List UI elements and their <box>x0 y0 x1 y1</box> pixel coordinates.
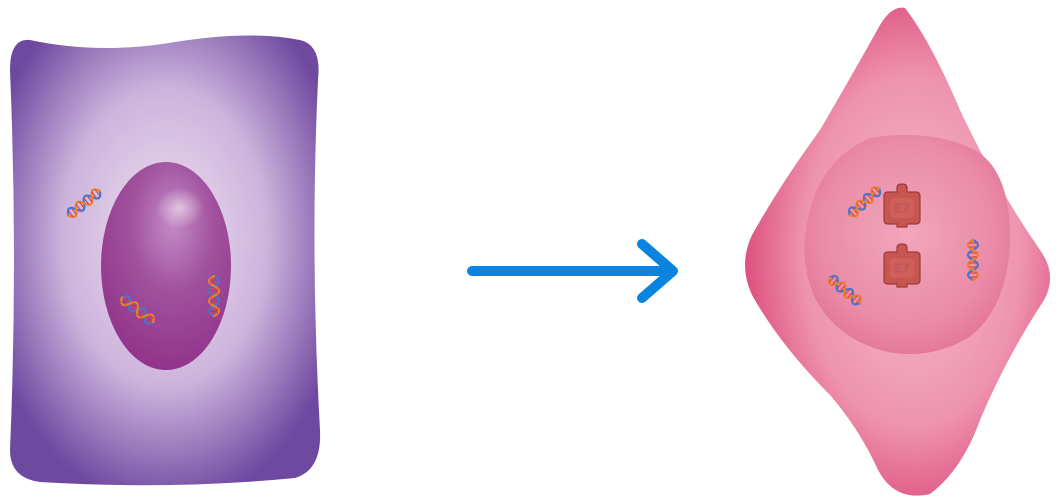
cancer-nucleus: E7 E7 <box>804 135 1010 354</box>
right-arrow-icon <box>472 244 673 298</box>
normal-nucleus <box>101 162 231 370</box>
protein-label: E7 <box>894 262 911 276</box>
normal-cell <box>10 35 320 485</box>
protein-label: E7 <box>894 202 911 216</box>
cancer-cell: E7 E7 <box>745 8 1050 496</box>
